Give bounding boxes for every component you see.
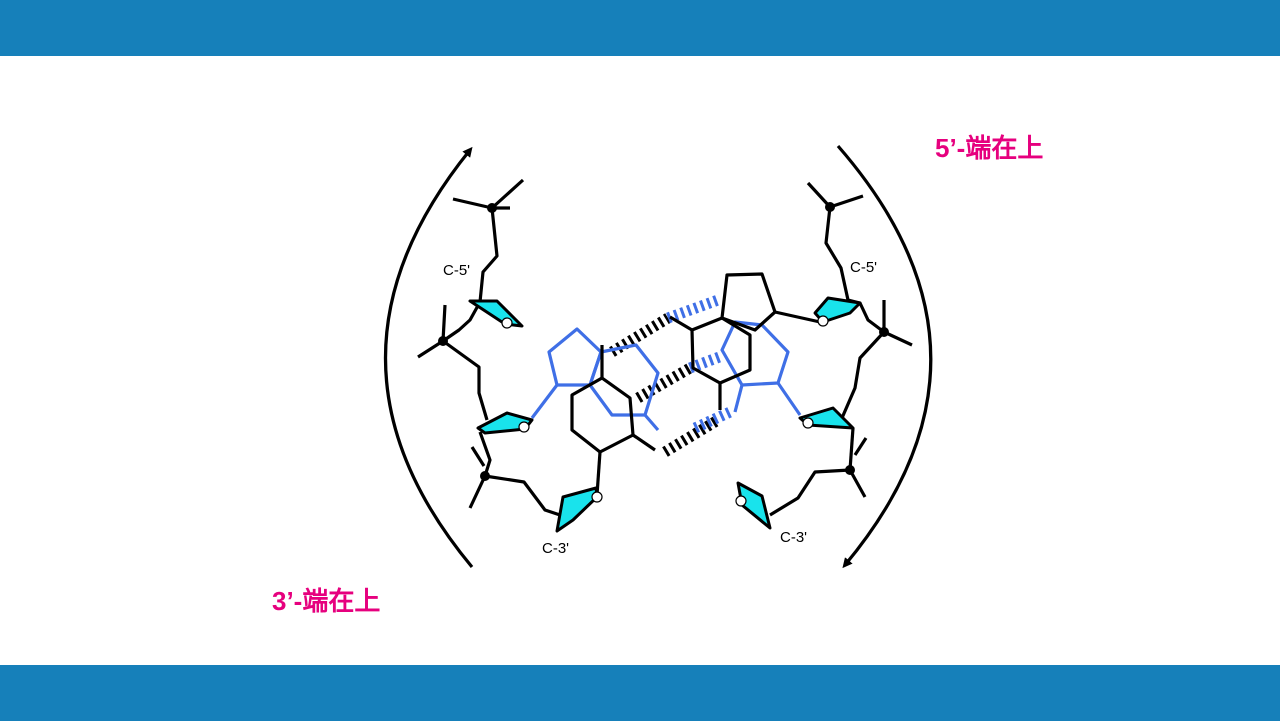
c3-right-label: C-3' — [780, 529, 807, 546]
right-blue-base — [720, 320, 802, 416]
c5-left-label: C-5' — [443, 262, 470, 279]
right-black-base — [669, 272, 821, 410]
left-black-base — [570, 345, 656, 496]
left-rotation-arrow — [384, 146, 474, 569]
c5-right-label: C-5' — [850, 259, 877, 276]
left-blue-base — [530, 327, 660, 432]
left-backbone — [417, 178, 603, 533]
right-backbone — [735, 181, 913, 530]
c3-left-label: C-3' — [542, 540, 569, 557]
five-prime-top-label: 5’-端在上 — [935, 133, 1044, 163]
footer-bar — [0, 665, 1280, 721]
header-bar — [0, 0, 1280, 56]
three-prime-top-label: 3’-端在上 — [272, 586, 381, 616]
right-rotation-arrow — [836, 144, 933, 569]
hydrogen-bonds — [609, 294, 733, 457]
